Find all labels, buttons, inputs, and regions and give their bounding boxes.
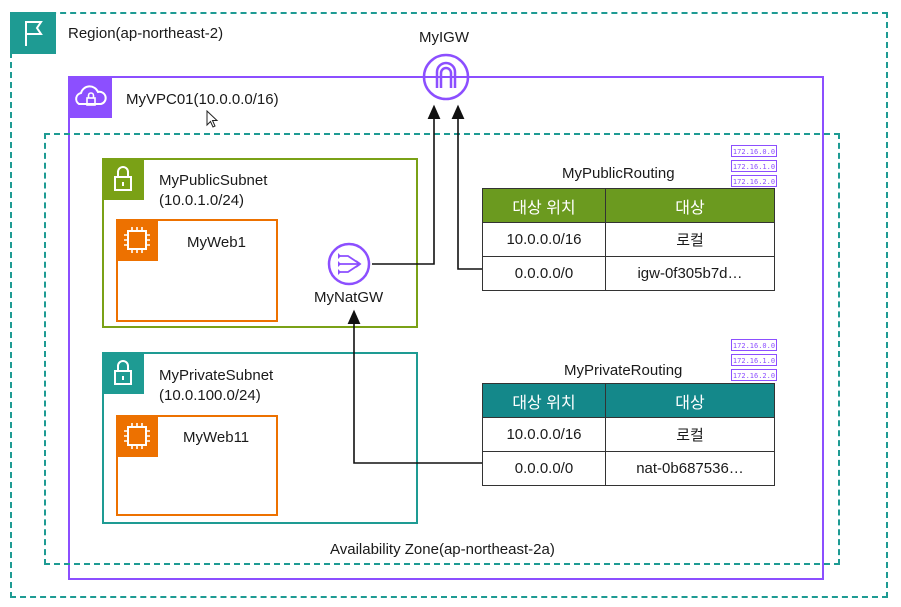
target-cell: 로컬 <box>605 417 775 452</box>
igw-label: MyIGW <box>419 29 469 46</box>
header-destination: 대상 위치 <box>482 188 606 223</box>
region-label: Region(ap-northeast-2) <box>68 25 224 42</box>
table-header-row: 대상 위치 대상 <box>482 383 775 418</box>
ec2-chip-icon <box>116 415 158 457</box>
target-cell: 로컬 <box>605 222 775 257</box>
natgw-label: MyNatGW <box>314 289 384 306</box>
public-routing-title: MyPublicRouting <box>562 165 675 182</box>
table-row: 0.0.0.0/0 igw-0f305b7d… <box>482 256 775 291</box>
private-subnet-cidr: (10.0.100.0/24) <box>159 387 261 404</box>
destination-cell: 0.0.0.0/0 <box>482 256 606 291</box>
lock-icon <box>102 352 144 394</box>
target-cell: nat-0b687536… <box>605 451 775 486</box>
private-route-table: 대상 위치 대상 10.0.0.0/16 로컬 0.0.0.0/0 nat-0b… <box>482 383 775 486</box>
private-subnet-name: MyPrivateSubnet <box>159 367 274 384</box>
vpc-boundary <box>68 76 824 580</box>
route-table-icon: 172.16.0.0 172.16.1.0 172.16.2.0 <box>731 145 779 191</box>
table-row: 10.0.0.0/16 로컬 <box>482 222 775 257</box>
vpc-cloud-icon <box>68 76 112 118</box>
ec2-chip-icon <box>116 219 158 261</box>
public-route-to-igw-line <box>451 104 483 270</box>
lock-icon <box>102 158 144 200</box>
private-subnet-boundary <box>102 352 418 524</box>
private-routing-title: MyPrivateRouting <box>564 362 683 379</box>
target-cell: igw-0f305b7d… <box>605 256 775 291</box>
destination-cell: 10.0.0.0/16 <box>482 222 606 257</box>
destination-cell: 0.0.0.0/0 <box>482 451 606 486</box>
myweb11-label: MyWeb11 <box>183 429 250 446</box>
public-subnet-cidr: (10.0.1.0/24) <box>159 192 245 209</box>
natgw-to-igw-line <box>372 104 441 265</box>
private-route-to-natgw-line <box>347 309 483 464</box>
route-table-icon: 172.16.0.0 172.16.1.0 172.16.2.0 <box>731 339 779 385</box>
vpc-label: MyVPC01(10.0.0.0/16) <box>126 91 279 108</box>
myweb1-label: MyWeb1 <box>187 234 246 251</box>
region-boundary <box>10 12 888 598</box>
header-target: 대상 <box>605 188 775 223</box>
az-label: Availability Zone(ap-northeast-2a) <box>330 541 555 558</box>
cursor-icon <box>206 110 219 128</box>
table-row: 10.0.0.0/16 로컬 <box>482 417 775 452</box>
availability-zone-boundary <box>44 133 840 565</box>
nat-gateway-icon <box>327 242 371 286</box>
table-row: 0.0.0.0/0 nat-0b687536… <box>482 451 775 486</box>
header-destination: 대상 위치 <box>482 383 606 418</box>
public-route-table: 대상 위치 대상 10.0.0.0/16 로컬 0.0.0.0/0 igw-0f… <box>482 188 775 291</box>
flag-icon <box>10 12 56 54</box>
destination-cell: 10.0.0.0/16 <box>482 417 606 452</box>
public-subnet-name: MyPublicSubnet <box>159 172 268 189</box>
table-header-row: 대상 위치 대상 <box>482 188 775 223</box>
ec2-instance-myweb1 <box>116 219 278 322</box>
ec2-instance-myweb11 <box>116 415 278 516</box>
public-subnet-boundary <box>102 158 418 328</box>
header-target: 대상 <box>605 383 775 418</box>
